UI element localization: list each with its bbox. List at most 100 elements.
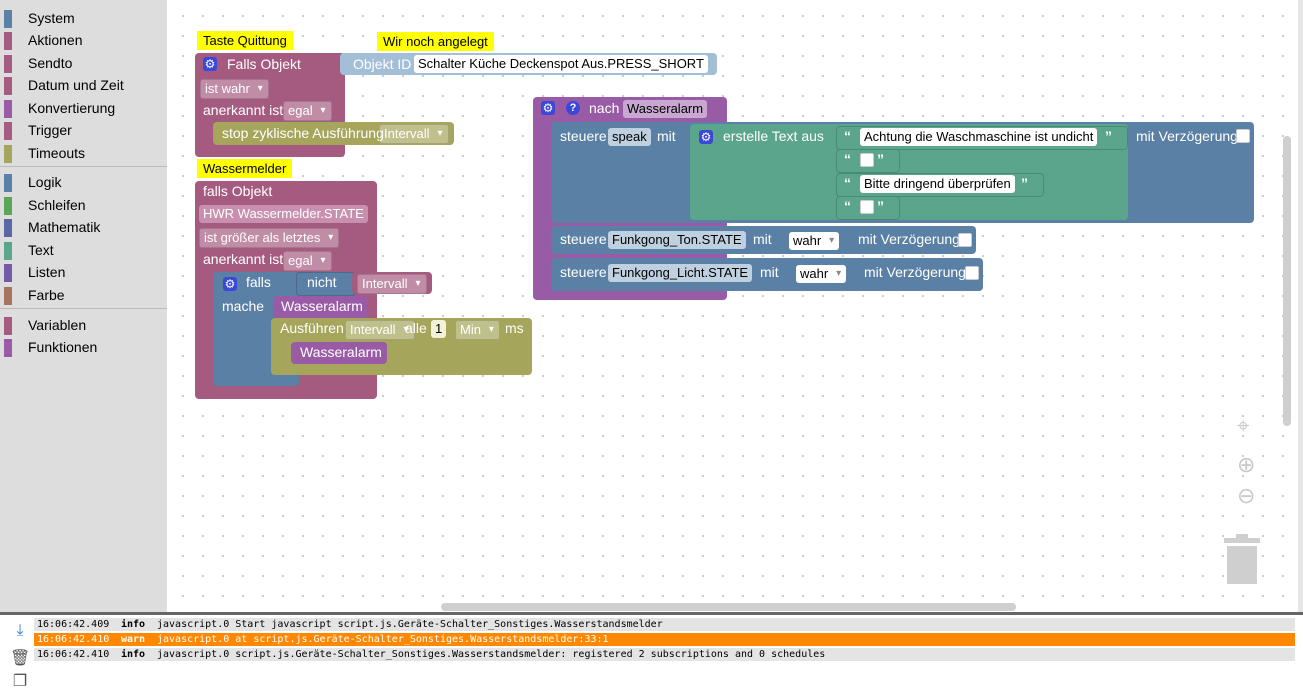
wassermelder-object-field[interactable]: HWR Wassermelder.STATE bbox=[199, 205, 368, 223]
anerkannt-dropdown[interactable]: egal bbox=[283, 251, 332, 271]
procedure-name-field[interactable]: Wasseralarm bbox=[623, 100, 708, 118]
anerkannt-ist-label: anerkannt ist bbox=[203, 251, 284, 267]
gear-icon[interactable]: ⚙ bbox=[541, 101, 555, 115]
horizontal-scrollbar[interactable] bbox=[441, 603, 1016, 611]
category-label: Farbe bbox=[28, 287, 65, 303]
interval-variable-dropdown[interactable]: Intervall bbox=[345, 320, 415, 340]
category-color-swatch bbox=[4, 145, 12, 163]
interval-unit-dropdown[interactable]: Min bbox=[455, 320, 500, 340]
stop-intervall-dropdown[interactable]: Intervall bbox=[379, 124, 449, 144]
recenter-icon[interactable]: ⌖ bbox=[1237, 413, 1250, 438]
category-farbe[interactable]: Farbe bbox=[4, 285, 65, 307]
close-quote-icon: ” bbox=[1021, 175, 1028, 191]
inner-call-procedure-label: Wasseralarm bbox=[300, 344, 382, 360]
gear-icon[interactable]: ⚙ bbox=[203, 57, 217, 71]
clear-log-icon[interactable]: 🗑 bbox=[10, 650, 31, 667]
speak-target-field[interactable]: speak bbox=[608, 128, 651, 146]
zoom-in-icon[interactable]: ⊕ bbox=[1237, 452, 1256, 477]
category-text[interactable]: Text bbox=[4, 240, 54, 262]
gear-icon[interactable]: ⚙ bbox=[223, 277, 237, 291]
empty-text-field[interactable] bbox=[860, 153, 874, 167]
zoom-out-icon[interactable]: ⊖ bbox=[1237, 483, 1256, 508]
call-procedure-block[interactable] bbox=[273, 296, 367, 318]
category-aktionen[interactable]: Aktionen bbox=[4, 30, 82, 52]
vertical-scrollbar[interactable] bbox=[1283, 136, 1291, 426]
category-datum-und-zeit[interactable]: Datum und Zeit bbox=[4, 75, 124, 97]
ms-label: ms bbox=[505, 320, 524, 336]
condition-dropdown[interactable]: ist größer als letztes bbox=[199, 228, 340, 248]
category-color-swatch bbox=[4, 122, 12, 140]
nicht-label: nicht bbox=[307, 274, 337, 290]
category-mathematik[interactable]: Mathematik bbox=[4, 217, 100, 239]
mit-verzoegerung-label: mit Verzögerung bbox=[858, 231, 960, 247]
wahr-dropdown[interactable]: wahr bbox=[789, 232, 840, 250]
funkgong-ton-target-field[interactable]: Funkgong_Ton.STATE bbox=[608, 231, 746, 249]
close-quote-icon: ” bbox=[877, 151, 884, 167]
delay-checkbox[interactable] bbox=[958, 233, 972, 247]
ist-wahr-dropdown[interactable]: ist wahr bbox=[200, 79, 269, 99]
comment-wassermelder[interactable]: Wassermelder bbox=[197, 159, 293, 178]
category-listen[interactable]: Listen bbox=[4, 262, 65, 284]
category-color-swatch bbox=[4, 77, 12, 95]
text-literal-field[interactable]: Achtung die Waschmaschine ist undicht bbox=[860, 128, 1098, 146]
comment-taste-quittung[interactable]: Taste Quittung bbox=[197, 31, 293, 50]
download-icon[interactable]: ⤓ bbox=[16, 622, 24, 639]
delay-checkbox[interactable] bbox=[1236, 129, 1250, 143]
category-trigger[interactable]: Trigger bbox=[4, 120, 72, 142]
interval-number-field[interactable]: 1 bbox=[431, 320, 447, 338]
category-variablen[interactable]: Variablen bbox=[4, 315, 86, 337]
text-literal-field[interactable]: Bitte dringend überprüfen bbox=[860, 175, 1015, 193]
steuere-label: steuere bbox=[560, 231, 607, 247]
category-timeouts[interactable]: Timeouts bbox=[4, 143, 85, 165]
empty-text-field[interactable] bbox=[860, 200, 874, 214]
close-quote-icon: ” bbox=[1105, 128, 1112, 144]
funkgong-licht-target-field[interactable]: Funkgong_Licht.STATE bbox=[608, 264, 753, 282]
steuere-label: steuere bbox=[560, 128, 607, 144]
category-logik[interactable]: Logik bbox=[4, 172, 61, 194]
erstelle-text-label: erstelle Text aus bbox=[723, 128, 824, 144]
toolbox-separator bbox=[0, 166, 167, 167]
trash-can-icon[interactable] bbox=[1224, 534, 1260, 584]
copy-icon[interactable]: ❐ bbox=[12, 673, 28, 690]
category-color-swatch bbox=[4, 339, 12, 357]
anerkannt-ist-label: anerkannt ist bbox=[203, 102, 284, 118]
log-message: javascript.0 script.js.Geräte-Schalter_S… bbox=[157, 649, 826, 660]
category-label: Datum und Zeit bbox=[28, 77, 124, 93]
category-color-swatch bbox=[4, 242, 12, 260]
comment-wir-noch-angelegt[interactable]: Wir noch angelegt bbox=[377, 32, 494, 51]
category-funktionen[interactable]: Funktionen bbox=[4, 337, 97, 359]
blockly-workspace[interactable] bbox=[167, 0, 1298, 612]
mache-label: mache bbox=[222, 298, 265, 314]
category-schleifen[interactable]: Schleifen bbox=[4, 195, 86, 217]
category-color-swatch bbox=[4, 55, 12, 73]
ausfuehren-label: Ausführen bbox=[280, 320, 344, 336]
objekt-id-value[interactable]: Schalter Küche Deckenspot Aus.PRESS_SHOR… bbox=[414, 55, 708, 73]
category-konvertierung[interactable]: Konvertierung bbox=[4, 98, 115, 120]
open-quote-icon: “ bbox=[844, 175, 851, 191]
mit-label: mit bbox=[753, 231, 772, 247]
log-message: javascript.0 at script.js.Geräte-Schalte… bbox=[157, 634, 609, 645]
category-label: Logik bbox=[28, 174, 62, 190]
category-color-swatch bbox=[4, 100, 12, 118]
category-color-swatch bbox=[4, 32, 12, 50]
category-system[interactable]: System bbox=[4, 8, 75, 30]
falls-objekt-label: falls Objekt bbox=[203, 183, 273, 199]
anerkannt-dropdown[interactable]: egal bbox=[283, 101, 332, 121]
inner-call-procedure-block[interactable] bbox=[291, 342, 387, 364]
category-color-swatch bbox=[4, 317, 12, 335]
help-icon[interactable]: ? bbox=[566, 101, 580, 115]
wahr-dropdown[interactable]: wahr bbox=[796, 265, 847, 283]
open-quote-icon: “ bbox=[844, 151, 851, 167]
category-label: Sendto bbox=[28, 55, 73, 71]
category-label: Schleifen bbox=[28, 197, 86, 213]
gear-icon[interactable]: ⚙ bbox=[699, 130, 713, 144]
category-sendto[interactable]: Sendto bbox=[4, 53, 72, 75]
category-label: Konvertierung bbox=[28, 100, 116, 116]
stop-label: stop zyklische Ausführung bbox=[222, 125, 384, 141]
steuere-label: steuere bbox=[560, 264, 607, 280]
intervall-variable-dropdown[interactable]: Intervall bbox=[357, 274, 427, 294]
delay-checkbox[interactable] bbox=[965, 266, 979, 280]
mit-verzoegerung-label: mit Verzögerung bbox=[1136, 128, 1238, 144]
